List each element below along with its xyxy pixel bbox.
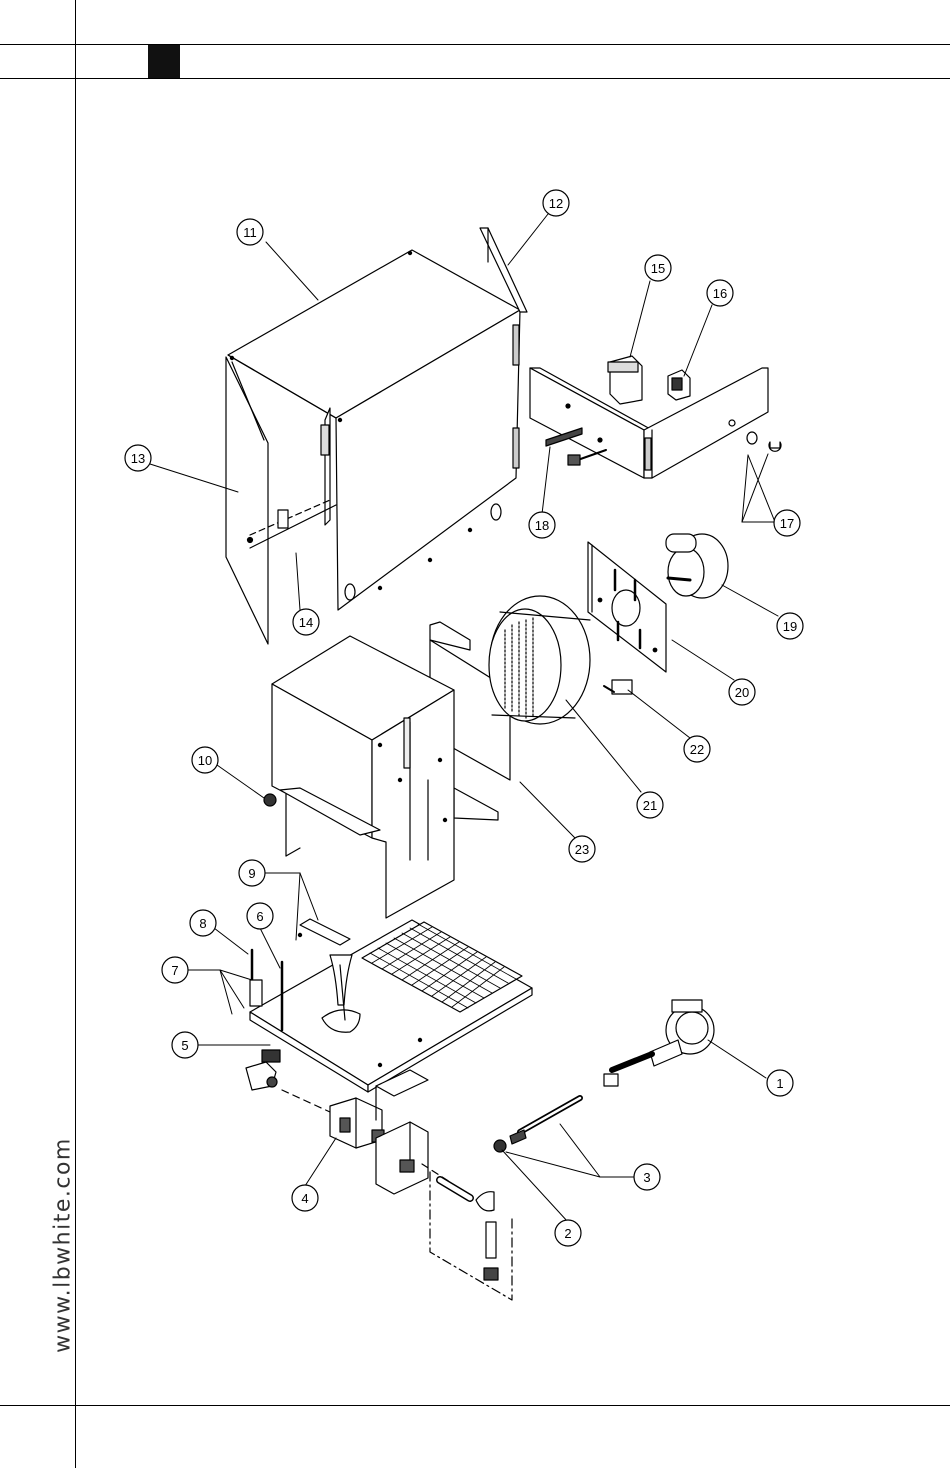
callout-5: 5 — [172, 1032, 198, 1058]
blower-assembly — [430, 596, 632, 820]
callout-22: 22 — [684, 736, 710, 762]
heat-exchanger-box — [264, 636, 454, 918]
svg-text:15: 15 — [651, 261, 665, 276]
svg-text:4: 4 — [301, 1191, 308, 1206]
svg-text:19: 19 — [783, 619, 797, 634]
callout-19: 19 — [777, 613, 803, 639]
motor-and-plate — [588, 534, 728, 672]
svg-text:16: 16 — [713, 286, 727, 301]
callout-21: 21 — [637, 792, 663, 818]
callout-17: 17 — [774, 510, 800, 536]
callout-7: 7 — [162, 957, 188, 983]
callout-10: 10 — [192, 747, 218, 773]
svg-text:22: 22 — [690, 742, 704, 757]
callout-2: 2 — [555, 1220, 581, 1246]
svg-text:9: 9 — [248, 866, 255, 881]
svg-text:21: 21 — [643, 798, 657, 813]
callout-15: 15 — [645, 255, 671, 281]
svg-text:6: 6 — [256, 909, 263, 924]
svg-text:20: 20 — [735, 685, 749, 700]
regulator-and-hose — [422, 1000, 714, 1300]
callout-3: 3 — [634, 1164, 660, 1190]
svg-text:7: 7 — [171, 963, 178, 978]
control-bracket-assembly — [530, 356, 781, 478]
callout-8: 8 — [190, 910, 216, 936]
callout-16: 16 — [707, 280, 733, 306]
callout-20: 20 — [729, 679, 755, 705]
svg-text:2: 2 — [564, 1226, 571, 1241]
svg-text:18: 18 — [535, 518, 549, 533]
svg-text:14: 14 — [299, 615, 313, 630]
svg-text:1: 1 — [776, 1076, 783, 1091]
callout-23: 23 — [569, 836, 595, 862]
callout-6: 6 — [247, 903, 273, 929]
callout-1: 1 — [767, 1070, 793, 1096]
svg-text:12: 12 — [549, 196, 563, 211]
svg-text:3: 3 — [643, 1170, 650, 1185]
svg-text:13: 13 — [131, 451, 145, 466]
callout-11: 11 — [237, 219, 263, 245]
svg-text:23: 23 — [575, 842, 589, 857]
svg-text:11: 11 — [243, 225, 257, 240]
cabinet-housing — [226, 228, 527, 644]
svg-text:8: 8 — [199, 916, 206, 931]
svg-text:5: 5 — [181, 1038, 188, 1053]
callout-18: 18 — [529, 512, 555, 538]
callout-4: 4 — [292, 1185, 318, 1211]
callout-13: 13 — [125, 445, 151, 471]
svg-text:17: 17 — [780, 516, 794, 531]
callout-12: 12 — [543, 190, 569, 216]
svg-text:10: 10 — [198, 753, 212, 768]
base-pan — [250, 919, 532, 1092]
callout-14: 14 — [293, 609, 319, 635]
callout-9: 9 — [239, 860, 265, 886]
